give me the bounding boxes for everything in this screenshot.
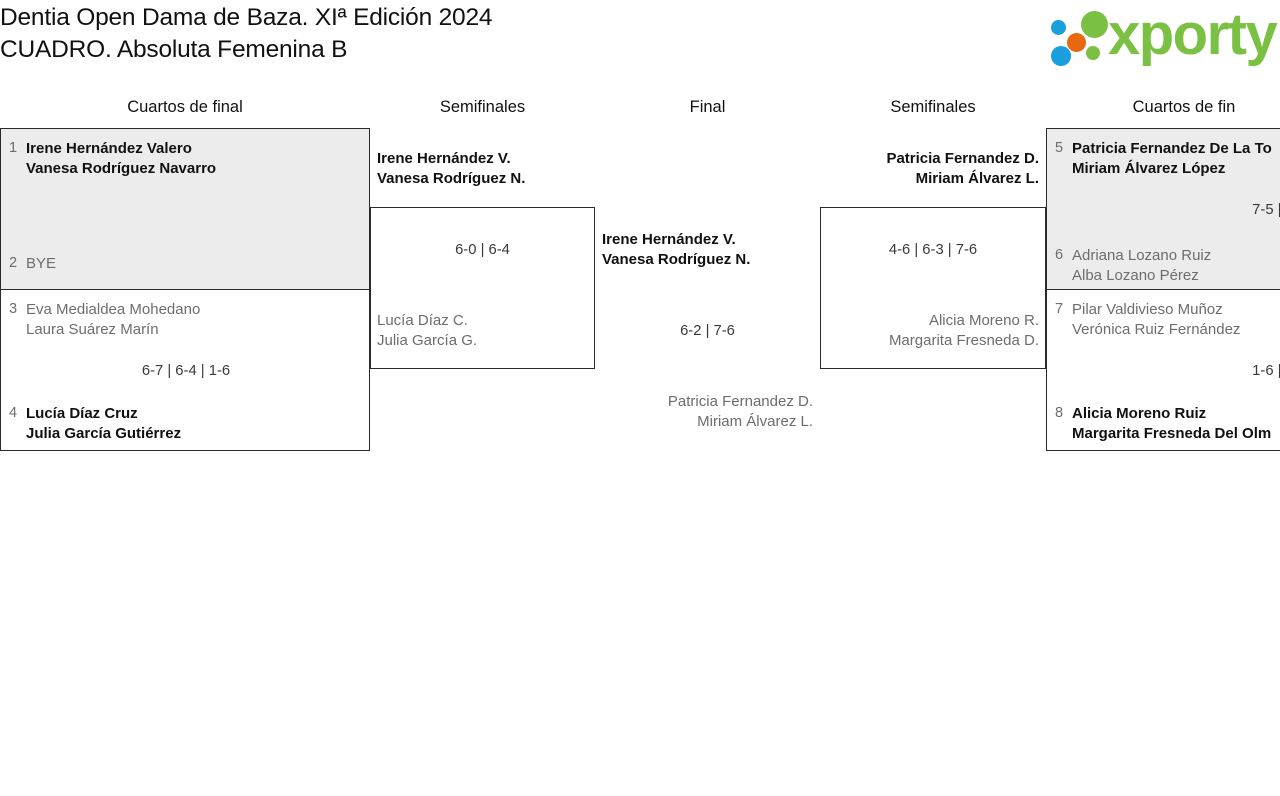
team-entry[interactable]: Patricia Fernandez D. Miriam Álvarez L. — [820, 149, 1039, 188]
match-score: 6-7 | 6-4 | 1-6 — [141, 363, 231, 379]
team-names: Adriana Lozano Ruiz Alba Lozano Pérez — [1072, 247, 1212, 284]
seed-number: 6 — [1055, 247, 1064, 263]
logo-dot-green-small — [1086, 46, 1100, 60]
column-header-qf-right: Cuartos de fin — [1132, 98, 1236, 116]
match-box-qf4[interactable]: 7 Pilar Valdivieso Muñoz Verónica Ruiz F… — [1046, 289, 1280, 451]
team-entry[interactable]: 4 Lucía Díaz Cruz Julia García Gutiérrez — [9, 404, 181, 443]
logo-dot-orange — [1067, 33, 1086, 52]
tournament-title: Dentia Open Dama de Baza. XIª Edición 20… — [0, 4, 493, 31]
draw-subtitle: CUADRO. Absoluta Femenina B — [0, 36, 348, 63]
seed-number: 4 — [9, 405, 18, 421]
team-names: Patricia Fernandez D. Miriam Álvarez L. — [886, 150, 1039, 187]
team-names: Eva Medialdea Mohedano Laura Suárez Marí… — [26, 301, 201, 338]
page-header: Dentia Open Dama de Baza. XIª Edición 20… — [0, 0, 1280, 86]
team-entry[interactable]: 1 Irene Hernández Valero Vanesa Rodrígue… — [9, 139, 216, 178]
column-header-sf-left: Semifinales — [439, 98, 526, 116]
column-header-final: Final — [689, 98, 726, 116]
seed-number: 7 — [1055, 301, 1064, 317]
team-names: Lucía Díaz Cruz Julia García Gutiérrez — [26, 405, 182, 442]
team-entry[interactable]: 6 Adriana Lozano Ruiz Alba Lozano Pérez — [1055, 246, 1211, 285]
team-names: Alicia Moreno Ruiz Margarita Fresneda De… — [1072, 405, 1272, 442]
team-entry[interactable]: 2 BYE — [9, 254, 56, 274]
team-names: Lucía Díaz C. Julia García G. — [377, 312, 478, 349]
logo-dot-blue-top — [1051, 20, 1066, 35]
match-score: 4-6 | 6-3 | 7-6 — [888, 242, 978, 258]
match-score: 6-2 | 7-6 — [680, 323, 735, 339]
match-box-qf1[interactable]: 1 Irene Hernández Valero Vanesa Rodrígue… — [0, 128, 370, 290]
logo-dot-green-large — [1081, 11, 1108, 38]
team-entry[interactable]: Alicia Moreno R. Margarita Fresneda D. — [820, 311, 1039, 350]
match-box-sf1[interactable] — [370, 207, 595, 369]
team-names: Alicia Moreno R. Margarita Fresneda D. — [888, 312, 1039, 349]
match-box-sf2[interactable] — [820, 207, 1046, 369]
team-entry[interactable]: Lucía Díaz C. Julia García G. — [377, 311, 477, 350]
match-box-qf2[interactable]: 3 Eva Medialdea Mohedano Laura Suárez Ma… — [0, 289, 370, 451]
team-names: BYE — [26, 255, 57, 272]
seed-number: 3 — [9, 301, 18, 317]
seed-number: 2 — [9, 255, 18, 271]
match-box-qf3[interactable]: 5 Patricia Fernandez De La To Miriam Álv… — [1046, 128, 1280, 290]
logo-wordmark: xporty — [1108, 2, 1278, 67]
title-block: Dentia Open Dama de Baza. XIª Edición 20… — [0, 2, 900, 66]
xporty-logo[interactable]: xporty — [1050, 2, 1278, 68]
team-names: Irene Hernández Valero Vanesa Rodríguez … — [26, 140, 217, 177]
team-entry[interactable]: Irene Hernández V. Vanesa Rodríguez N. — [602, 230, 750, 269]
team-entry[interactable]: 7 Pilar Valdivieso Muñoz Verónica Ruiz F… — [1055, 300, 1240, 339]
team-names: Patricia Fernandez D. Miriam Álvarez L. — [667, 393, 813, 430]
match-score: 7-5 | 6-3 — [1252, 202, 1280, 218]
team-names: Patricia Fernandez De La To Miriam Álvar… — [1072, 140, 1272, 177]
team-names: Irene Hernández V. Vanesa Rodríguez N. — [602, 231, 751, 268]
seed-number: 5 — [1055, 140, 1064, 156]
team-entry[interactable]: 8 Alicia Moreno Ruiz Margarita Fresneda … — [1055, 404, 1271, 443]
logo-dot-blue-bottom — [1051, 46, 1071, 66]
column-header-sf-right: Semifinales — [890, 98, 976, 116]
team-entry[interactable]: 5 Patricia Fernandez De La To Miriam Álv… — [1055, 139, 1272, 178]
team-names: Pilar Valdivieso Muñoz Verónica Ruiz Fer… — [1072, 301, 1241, 338]
team-names: Irene Hernández V. Vanesa Rodríguez N. — [377, 150, 526, 187]
match-score: 1-6 | 4-6 — [1252, 363, 1280, 379]
team-entry[interactable]: 3 Eva Medialdea Mohedano Laura Suárez Ma… — [9, 300, 200, 339]
seed-number: 8 — [1055, 405, 1064, 421]
seed-number: 1 — [9, 140, 18, 156]
xporty-dots-icon — [1050, 10, 1114, 66]
team-entry[interactable]: Irene Hernández V. Vanesa Rodríguez N. — [377, 149, 525, 188]
match-score: 6-0 | 6-4 — [455, 242, 510, 258]
column-header-qf-left: Cuartos de final — [127, 98, 243, 116]
team-entry[interactable]: Patricia Fernandez D. Miriam Álvarez L. — [595, 392, 813, 431]
